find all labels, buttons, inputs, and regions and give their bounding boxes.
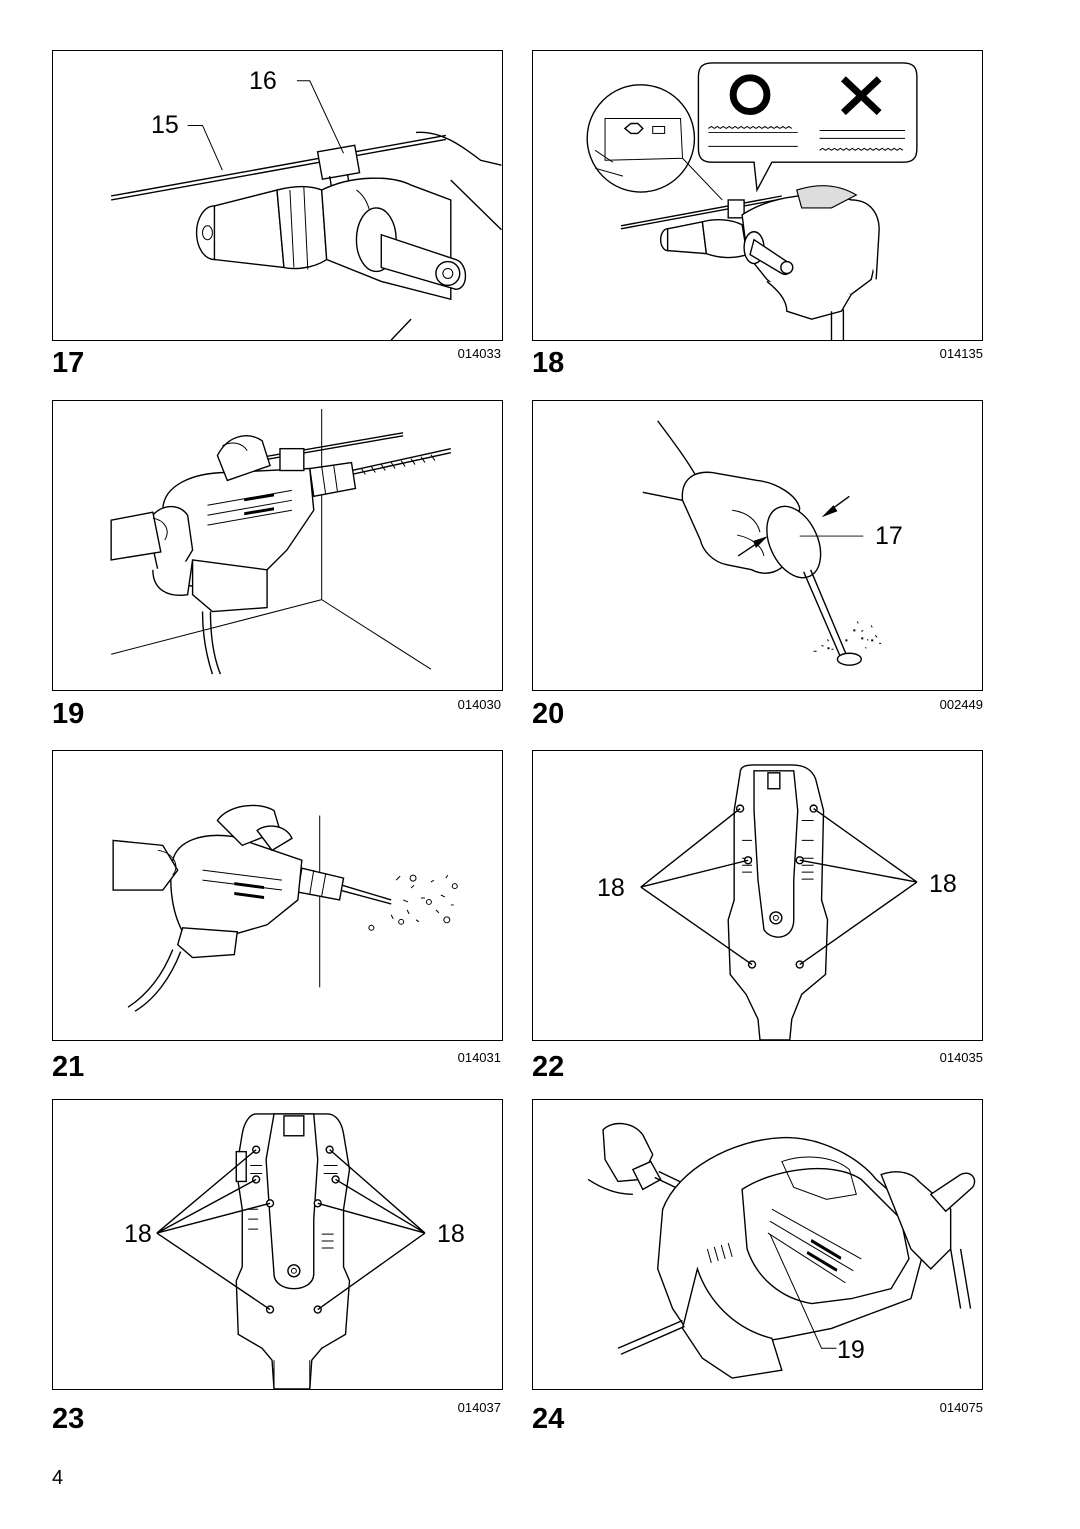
figure-19-code: 014030: [457, 697, 501, 712]
figure-18-code: 014135: [939, 346, 983, 361]
figure-23-code: 014037: [457, 1400, 501, 1415]
figure-18-panel: [532, 50, 983, 341]
figure-18-number: 18: [532, 347, 565, 379]
page-number: 4: [52, 1467, 64, 1489]
figure-24-code: 014075: [939, 1400, 983, 1415]
figure-21-drawing: [112, 804, 458, 1012]
figure-17-number: 17: [52, 347, 85, 379]
callout-19: 19: [837, 1336, 865, 1364]
figure-20-number: 20: [532, 698, 565, 730]
figure-19-drawing: [110, 408, 451, 675]
figure-19-panel: [52, 400, 503, 691]
figure-22-number: 22: [532, 1051, 565, 1083]
figure-17-panel: 16 15: [52, 50, 503, 341]
figure-22-code: 014035: [939, 1050, 983, 1065]
callout-18-left: 18: [597, 874, 625, 902]
callout-18-right: 18: [437, 1220, 465, 1248]
figure-22-panel: 18 18: [532, 750, 983, 1041]
figure-17-code: 014033: [457, 346, 501, 361]
figure-19-number: 19: [52, 698, 85, 730]
callout-18-right: 18: [929, 870, 957, 898]
callout-17: 17: [875, 522, 903, 550]
figure-23-panel: 18 18: [52, 1099, 503, 1390]
callout-16: 16: [249, 67, 277, 95]
callout-15: 15: [151, 111, 179, 139]
callout-18-left: 18: [124, 1220, 152, 1248]
figure-21-number: 21: [52, 1051, 85, 1083]
figure-17-drawing: [111, 80, 502, 340]
figure-20-code: 002449: [939, 697, 983, 712]
figure-23-drawing: [156, 1113, 426, 1389]
figure-24-number: 24: [532, 1403, 565, 1435]
figure-20-drawing: [642, 420, 882, 666]
figure-20-panel: 17: [532, 400, 983, 691]
screw-icon: [743, 856, 753, 865]
figure-24-panel: 19: [532, 1099, 983, 1390]
ng-cross-icon: [841, 76, 882, 116]
figure-23-number: 23: [52, 1403, 85, 1435]
figure-21-panel: [52, 750, 503, 1041]
figure-18-drawing: [586, 62, 918, 340]
ok-circle-icon: [729, 74, 771, 116]
figure-21-code: 014031: [457, 1050, 501, 1065]
figure-22-drawing: [640, 764, 918, 1040]
figure-24-drawing: [587, 1122, 976, 1379]
